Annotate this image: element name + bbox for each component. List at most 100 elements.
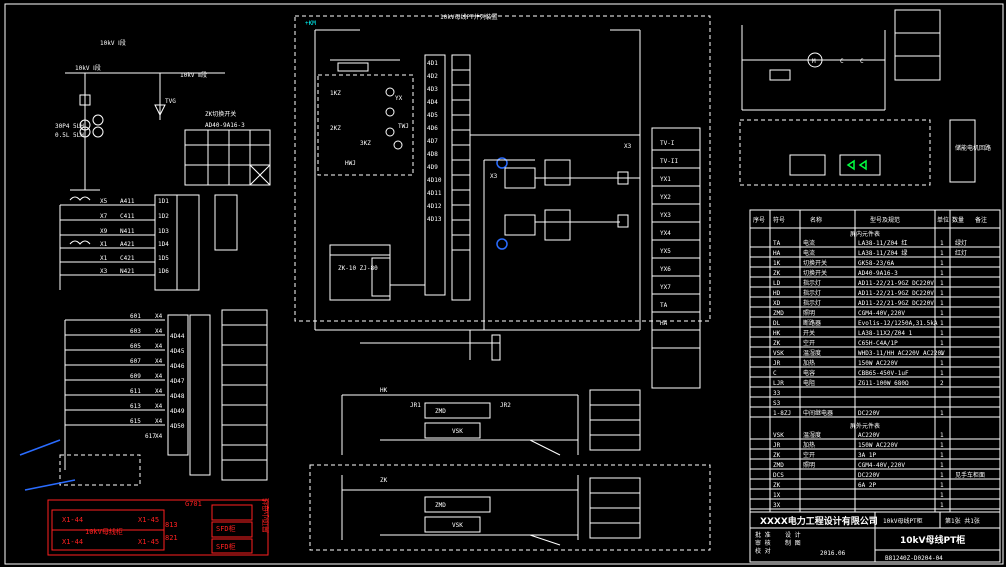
center-top-label: +KM [305, 20, 316, 27]
rt-3: YX2 [660, 194, 671, 201]
tbl1-row-1-col-0: HA [773, 250, 781, 257]
tbl1-row-3-col-3: 1 [940, 270, 944, 277]
tbl1-row-13-col-3: 1 [940, 370, 944, 377]
ct-no-2: 1D3 [158, 228, 169, 235]
sig-label-7: 615 [130, 418, 141, 425]
tbl1-row-0-col-1: 电流 [803, 239, 815, 247]
motor-c1: C [840, 58, 844, 65]
rt-9: TA [660, 302, 668, 309]
tbl2-row-1-col-1: 加热 [803, 441, 815, 449]
center-lower-left: X3 [490, 173, 498, 180]
red-left-bottom: X1-44 [62, 538, 83, 546]
tbl1-row-3-col-0: ZK [773, 270, 781, 277]
tbl2-row-1-col-2: 150W AC220V [858, 442, 898, 449]
tbl1-row-11-col-2: WHD3-11/HH AC220V AC220V [858, 350, 945, 357]
rt-4: YX3 [660, 212, 671, 219]
ct-a-label: 30P4 5LH [55, 123, 84, 130]
tbl1-row-7-col-3: 1 [940, 310, 944, 317]
term-tag-3: 4D4 [427, 99, 438, 106]
red-n1: 813 [165, 521, 178, 529]
tbl1-row-1-col-2: LA38-11/Z04 绿 [858, 249, 907, 257]
th-4: 单位 [937, 216, 949, 224]
ct-term-right-2: N411 [120, 228, 135, 235]
tbl2-row-4-col-4: 见手车柜面 [955, 471, 985, 479]
sig-num-2: 4D46 [170, 363, 185, 370]
sub-unit-label: ZK-10 ZJ-80 [338, 265, 378, 272]
tbl1-row-17-col-3: 1 [940, 410, 944, 417]
tbl1-row-12-col-1: 加热 [803, 359, 815, 367]
sig-num-3: 4D47 [170, 378, 185, 385]
red-side: 屏顶小母线 [261, 498, 270, 533]
tbl1-row-11-col-1: 温湿度 [803, 349, 821, 357]
tbl1-row-3-col-1: 切换开关 [803, 269, 827, 277]
sheet-number: 第1张 共1张 [945, 517, 980, 525]
th-0: 序号 [753, 216, 765, 224]
th-6: 备注 [975, 216, 987, 224]
red-box: G701 X1-44 X1-44 10kV母线柜 X1-45 X1-45 813… [47, 498, 270, 556]
tbl2-row-2-col-3: 1 [940, 452, 944, 459]
ct-term-right-0: A411 [120, 198, 135, 205]
sig-label-8: 617 [145, 433, 156, 440]
center-unit-label: 10kV母线PT并列装置 [440, 13, 498, 21]
tb-row-0: 批 准 [755, 531, 771, 539]
tvg-label: TVG [165, 98, 176, 105]
tbl1-row-6-col-2: AD11-22/21-9GZ DC220V [858, 300, 934, 307]
box2-k: VSK [452, 522, 463, 529]
company-name: XXXX电力工程设计有限公司 [760, 515, 878, 527]
tbl2-row-0-col-2: AC220V [858, 432, 880, 439]
sig-label-5: 611 [130, 388, 141, 395]
ct-no-3: 1D4 [158, 241, 169, 248]
label-zk: ZK [380, 477, 388, 484]
tbl1-row-10-col-2: C65H-C4A/1P [858, 340, 898, 347]
zk-title: ZK切换开关 [205, 110, 236, 118]
rt-5: YX4 [660, 230, 671, 237]
tbl1-row-5-col-1: 指示灯 [803, 289, 821, 297]
sig-x-3: X4 [155, 358, 163, 365]
tbl1-row-11-col-0: VSK [773, 350, 784, 357]
tbl1-row-0-col-2: LA38-11/Z04 红 [858, 239, 907, 247]
tbl1-row-1-col-4: 红灯 [955, 249, 967, 257]
ct-term-left-5: X3 [100, 268, 108, 275]
sig-x-8: X4 [155, 433, 163, 440]
center-control: 10kV母线PT并列装置 +KM 4D1 4D2 4D3 4D4 4D5 4D6… [294, 13, 711, 361]
sig-x-0: X4 [155, 313, 163, 320]
box2-tag: ZMD [435, 502, 446, 509]
term-tag-9: 4D10 [427, 177, 442, 184]
tbl1-row-2-col-0: 1K [773, 260, 781, 267]
sheet-border [4, 3, 1004, 565]
ct-term-left-2: X9 [100, 228, 108, 235]
sig-label-4: 609 [130, 373, 141, 380]
tb-row-3: 设 计 [785, 531, 801, 539]
ct-term-left-4: X1 [100, 255, 108, 262]
signal-circuit: 601 603 605 607 609 611 613 615 617 X4 X… [19, 309, 268, 491]
tbl1-row-11-col-3: 1 [940, 350, 944, 357]
tbl1-row-0-col-3: 1 [940, 240, 944, 247]
ct-term-right-1: C411 [120, 213, 135, 220]
tbl1-row-13-col-2: CBB65-450V-1uF [858, 370, 909, 377]
lower-center: ZMD VSK HK JR1 JR2 ZMD VSK ZK [309, 387, 711, 551]
sig-num-1: 4D45 [170, 348, 185, 355]
motor-c2: C [860, 58, 864, 65]
motor-panel: M C C 储能电机回路 [739, 9, 991, 186]
tbl2-row-3-col-2: CGM4-40V,220V [858, 462, 905, 469]
sig-label-3: 607 [130, 358, 141, 365]
tbl1-row-6-col-3: 1 [940, 300, 944, 307]
tbl2-row-6-col-3: 1 [940, 492, 944, 499]
tbl1-row-7-col-0: ZMD [773, 310, 784, 317]
drawing-name: 10kV母线PT柜 [883, 517, 923, 525]
tbl1-row-0-col-4: 绿灯 [955, 239, 967, 247]
th-3: 型号及规范 [870, 216, 900, 224]
tbl2-row-4-col-2: DC220V [858, 472, 880, 479]
ct-no-4: 1D5 [158, 255, 169, 262]
tbl1-row-14-col-2: ZG11-100W 680Ω [858, 380, 909, 387]
ct-no-5: 1D6 [158, 268, 169, 275]
tbl1-row-5-col-2: AD11-22/21-9GZ DC220V [858, 290, 934, 297]
jr2-label: JR2 [500, 402, 511, 409]
tbl2-row-5-col-0: ZK [773, 482, 781, 489]
primary-header: 10kV Ⅰ段 [100, 39, 126, 47]
box1-k: VSK [452, 428, 463, 435]
tbl2-row-2-col-0: ZK [773, 452, 781, 459]
tbl1-row-9-col-1: 开关 [803, 329, 815, 337]
rt-2: YX1 [660, 176, 671, 183]
